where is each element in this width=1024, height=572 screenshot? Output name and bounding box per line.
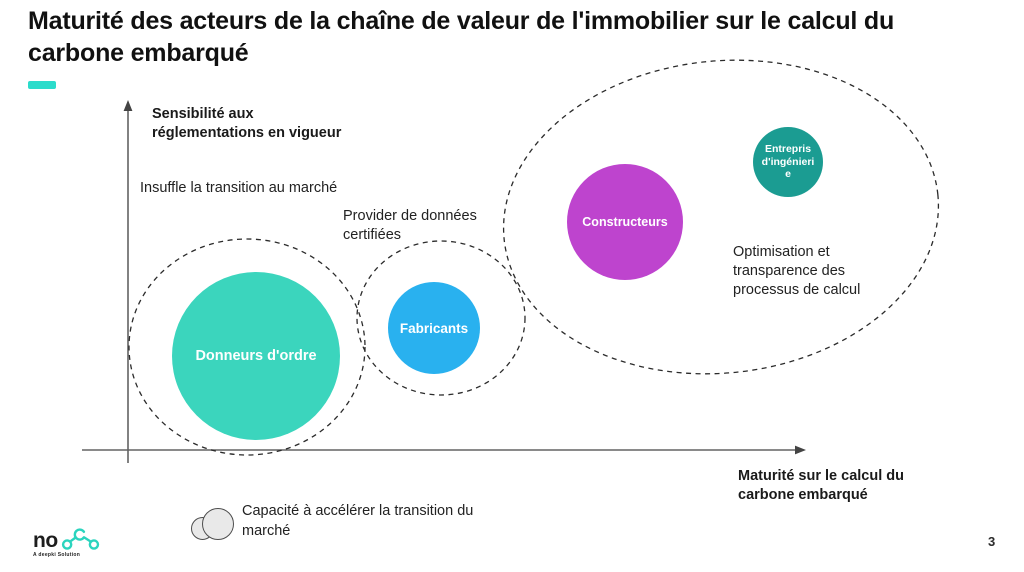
bubble-fabricants: Fabricants: [388, 282, 480, 374]
y-axis-arrowhead: [123, 100, 133, 111]
nooco-logo: no A deepki Solution: [33, 527, 103, 558]
y-axis-label: Sensibilité aux réglementations en vigue…: [152, 106, 342, 142]
nooco-molecule-icon: [61, 528, 99, 550]
dashed-outline-group-right: [502, 59, 940, 375]
legend-size-circle-big: [202, 508, 234, 540]
bubble-constructeurs: Constructeurs: [567, 164, 683, 280]
dashed-outline-donneurs: [128, 238, 366, 456]
x-axis-label: Maturité sur le calcul du carbone embarq…: [738, 468, 904, 504]
bubble-label: Entrepris d'ingénierie: [761, 143, 815, 181]
title-accent-dash: [28, 81, 56, 89]
logo-text: no: [33, 529, 58, 552]
page-title: Maturité des acteurs de la chaîne de val…: [28, 7, 895, 67]
annotation-provider: Provider de données certifiées: [343, 208, 477, 244]
bubble-label: Fabricants: [399, 320, 469, 336]
bubble-donneurs-ordre: Donneurs d'ordre: [172, 272, 340, 440]
bubble-label: Constructeurs: [582, 215, 668, 229]
page-number: 3: [988, 534, 996, 549]
x-axis-arrowhead: [795, 445, 806, 455]
bubble-entreprises-ingenierie: Entrepris d'ingénierie: [753, 127, 823, 197]
dashed-outline-fabricants: [356, 240, 526, 396]
annotation-insuffle: Insuffle la transition au marché: [140, 180, 338, 196]
logo-tagline: A deepki Solution: [33, 552, 81, 558]
annotation-optimisation: Optimisation et transparence des process…: [733, 244, 861, 299]
bubble-label: Donneurs d'ordre: [195, 348, 317, 364]
legend-label: Capacité à accélérer la transition du ma…: [242, 503, 474, 539]
